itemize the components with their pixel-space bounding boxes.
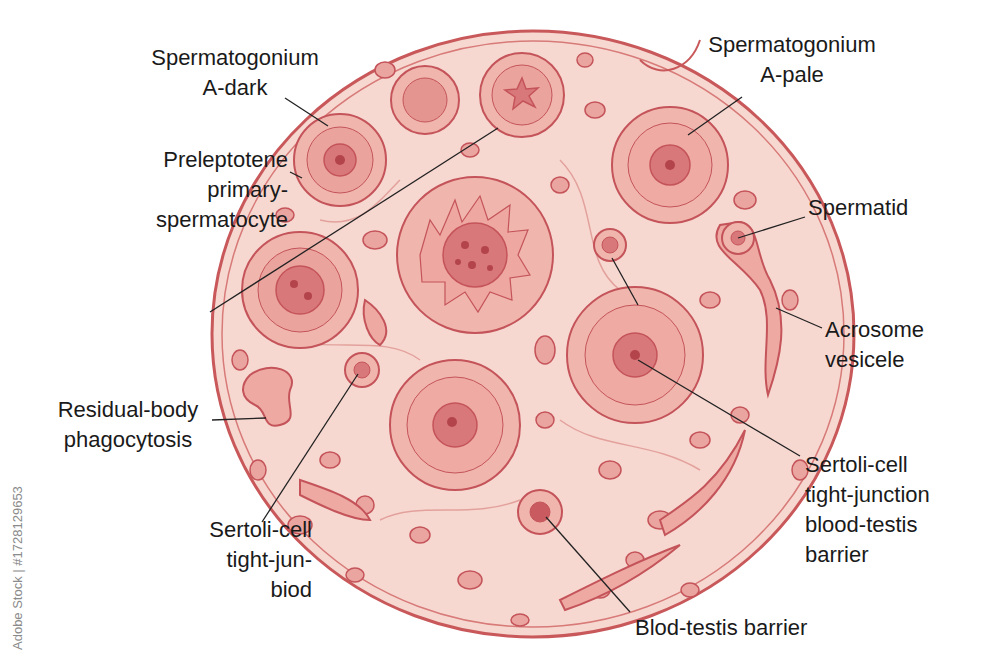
cell-inner (628, 123, 712, 207)
small-cell (535, 336, 555, 364)
small-cell (599, 461, 621, 479)
callout-label: Spermatogonium A-dark (130, 43, 340, 103)
small-cell (700, 292, 720, 308)
tubule-wall (212, 31, 854, 637)
cell-inner (492, 65, 552, 125)
cell-nucleus (613, 333, 657, 377)
small-cell (511, 614, 529, 626)
leader-line (546, 517, 630, 612)
cell-inner (307, 127, 373, 193)
basement-membrane (222, 41, 844, 627)
small-cell (346, 568, 364, 582)
myoid-fold (640, 40, 700, 70)
leader-line (612, 258, 638, 305)
small-cells (232, 53, 808, 626)
callout-label: Sertoli-cell tight-junction blood-testis… (805, 450, 995, 570)
cell-inner (407, 377, 503, 473)
elongated-cell (364, 300, 387, 345)
spermatid-body (716, 222, 781, 395)
leader-line (776, 308, 822, 328)
cytoplasm-strand (560, 420, 700, 470)
small-cell (734, 191, 756, 209)
elongated-cell (300, 480, 370, 520)
cell-nucleus (324, 144, 356, 176)
callout-label: Spermatid (808, 193, 968, 223)
cytoplasm-strand (380, 500, 520, 520)
tubule-outline (212, 31, 854, 637)
callout-label: Blod-testis barrier (635, 613, 955, 643)
cell-outline (294, 114, 386, 206)
cytoplasm-strand (560, 160, 620, 290)
chromatin-dot (455, 259, 461, 265)
chromatin-dot (290, 280, 298, 288)
small-cell (250, 460, 266, 480)
small-cell (681, 583, 699, 597)
small-cell (363, 231, 387, 249)
small-cell (232, 350, 248, 370)
callout-label: Preleptotene primary- spermatocyte (45, 145, 288, 235)
cell-outline (397, 177, 553, 333)
leader-line (688, 97, 742, 135)
small-cell (458, 571, 482, 589)
cell-nucleus (276, 266, 324, 314)
residual-body (243, 368, 292, 426)
cell-outline (612, 107, 728, 223)
callout-label: Residual-body phagocytosis (28, 395, 228, 455)
nucleolus (447, 417, 457, 427)
chromatin-dot (487, 265, 493, 271)
spiky-cytoplasm (420, 196, 530, 312)
small-cell (782, 290, 798, 310)
watermark-text: Adobe Stock | #1728129653 (10, 486, 25, 650)
germ-cells (242, 53, 754, 534)
nucleolus (335, 155, 345, 165)
nucleolus (630, 350, 640, 360)
small-cell (577, 53, 593, 67)
callout-label: Acrosome vesicele (825, 315, 985, 375)
cell-nucleus (443, 223, 507, 287)
cell-outline (480, 53, 564, 137)
cell-nucleus (602, 237, 618, 253)
chromatin-dot (304, 292, 312, 300)
leader-line (262, 374, 358, 522)
small-cell (320, 452, 340, 468)
cell-outline (390, 360, 520, 490)
chromatin-dot (481, 246, 489, 254)
leader-line (290, 172, 302, 178)
chromatin-dot (461, 241, 469, 249)
small-cell (551, 177, 569, 193)
small-cell (690, 432, 710, 448)
cell-outline (594, 229, 626, 261)
small-cell (585, 102, 605, 118)
cell-outline (242, 232, 358, 348)
leader-line (638, 360, 800, 456)
cell-outline (391, 66, 459, 134)
cell-outline (567, 287, 703, 423)
cell-outline (345, 353, 379, 387)
leader-line (285, 98, 328, 126)
chromatin-dot (468, 261, 476, 269)
cell-inner (258, 248, 342, 332)
small-cell (536, 412, 554, 428)
nucleolus (665, 160, 675, 170)
callout-label: Sertoli-cell tight-jun- biod (112, 515, 312, 605)
leader-line (738, 217, 805, 238)
cell-inner (585, 305, 685, 405)
cell-nucleus (650, 145, 690, 185)
leader-line (212, 418, 266, 420)
star-nucleus (505, 78, 538, 109)
cell-nucleus (403, 78, 447, 122)
cell-nucleus (433, 403, 477, 447)
elongated-cell (660, 430, 745, 535)
callout-label: Spermatogonium A-pale (687, 30, 897, 90)
small-cell (410, 527, 430, 543)
small-cell (375, 62, 395, 78)
